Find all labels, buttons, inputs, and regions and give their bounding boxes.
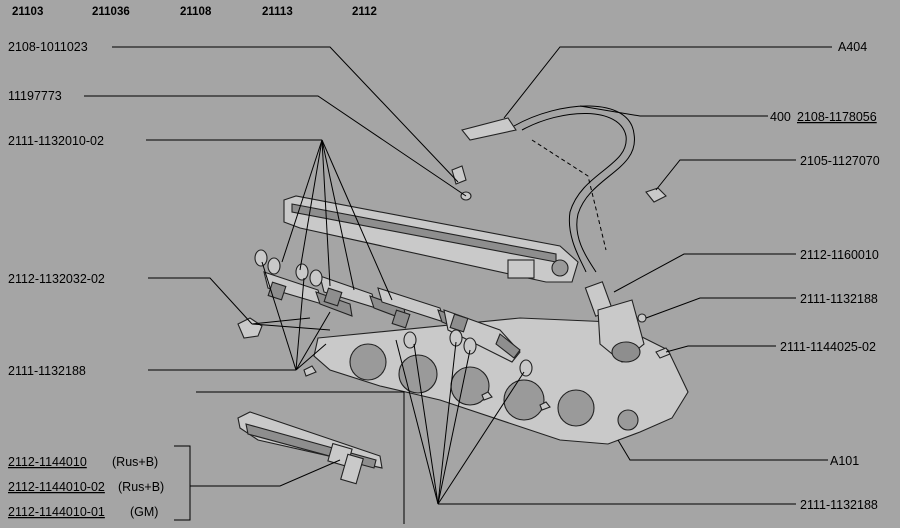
callout-2108-1011023[interactable]: 2108-1011023 <box>8 40 88 54</box>
variant-number[interactable]: 2112-1144010-01 <box>8 505 105 519</box>
variant-number[interactable]: 2112-1144010 <box>8 455 87 469</box>
model-header: 21103 211036 21108 21113 2112 <box>12 6 377 18</box>
callout-400[interactable]: 400 <box>770 110 791 124</box>
variant-note: (Rus+B) <box>112 455 158 469</box>
model-211036[interactable]: 211036 <box>92 6 130 18</box>
callout-2111-1144025-02[interactable]: 2111-1144025-02 <box>780 340 876 354</box>
regulator-screw <box>655 347 671 359</box>
callout-11197773[interactable]: 11197773 <box>8 89 62 103</box>
variant-note: (GM) <box>130 505 158 519</box>
right-labels: A404 400 2108-1178056 2105-1127070 2112-… <box>770 40 880 512</box>
callout-2111-1132188-right[interactable]: 2111-1132188 <box>800 292 878 306</box>
callout-a101[interactable]: A101 <box>830 454 859 468</box>
pressure-regulator <box>584 281 645 363</box>
model-2112[interactable]: 2112 <box>352 6 377 18</box>
callout-2112-1132032-02[interactable]: 2112-1132032-02 <box>8 272 105 286</box>
callout-2112-1160010[interactable]: 2112-1160010 <box>800 248 879 262</box>
callout-2111-1132010-02[interactable]: 2111-1132010-02 <box>8 134 104 148</box>
injectors <box>263 271 521 363</box>
hose-line-end <box>461 117 517 141</box>
rail-clip <box>237 317 263 339</box>
injector-4 <box>443 309 521 363</box>
variant-note: (Rus+B) <box>118 480 164 494</box>
regulator-washer <box>637 313 647 323</box>
hose-cap <box>645 187 667 203</box>
rail-assembly-inset <box>237 411 383 485</box>
inset-divider <box>196 391 405 524</box>
variant-number[interactable]: 2112-1144010-02 <box>8 480 105 494</box>
callout-2105-1127070[interactable]: 2105-1127070 <box>800 154 880 168</box>
variant-list: 2112-1144010 (Rus+B) 2112-1144010-02 (Ru… <box>8 455 164 519</box>
callout-a404[interactable]: A404 <box>838 40 867 54</box>
engine-drawing <box>196 105 689 524</box>
bolt-2108-1011023 <box>451 165 467 185</box>
o-rings <box>254 249 533 377</box>
callout-2111-1132188-left[interactable]: 2111-1132188 <box>8 364 86 378</box>
leader-lines <box>84 46 832 521</box>
callout-2111-1132188-bottom[interactable]: 2111-1132188 <box>800 498 878 512</box>
left-labels: 2108-1011023 11197773 2111-1132010-02 21… <box>8 40 105 378</box>
model-21113[interactable]: 21113 <box>262 6 293 18</box>
callout-2108-1178056[interactable]: 2108-1178056 <box>797 110 877 124</box>
head-studs <box>303 365 551 411</box>
model-21103[interactable]: 21103 <box>12 6 43 18</box>
model-21108[interactable]: 21108 <box>180 6 212 18</box>
